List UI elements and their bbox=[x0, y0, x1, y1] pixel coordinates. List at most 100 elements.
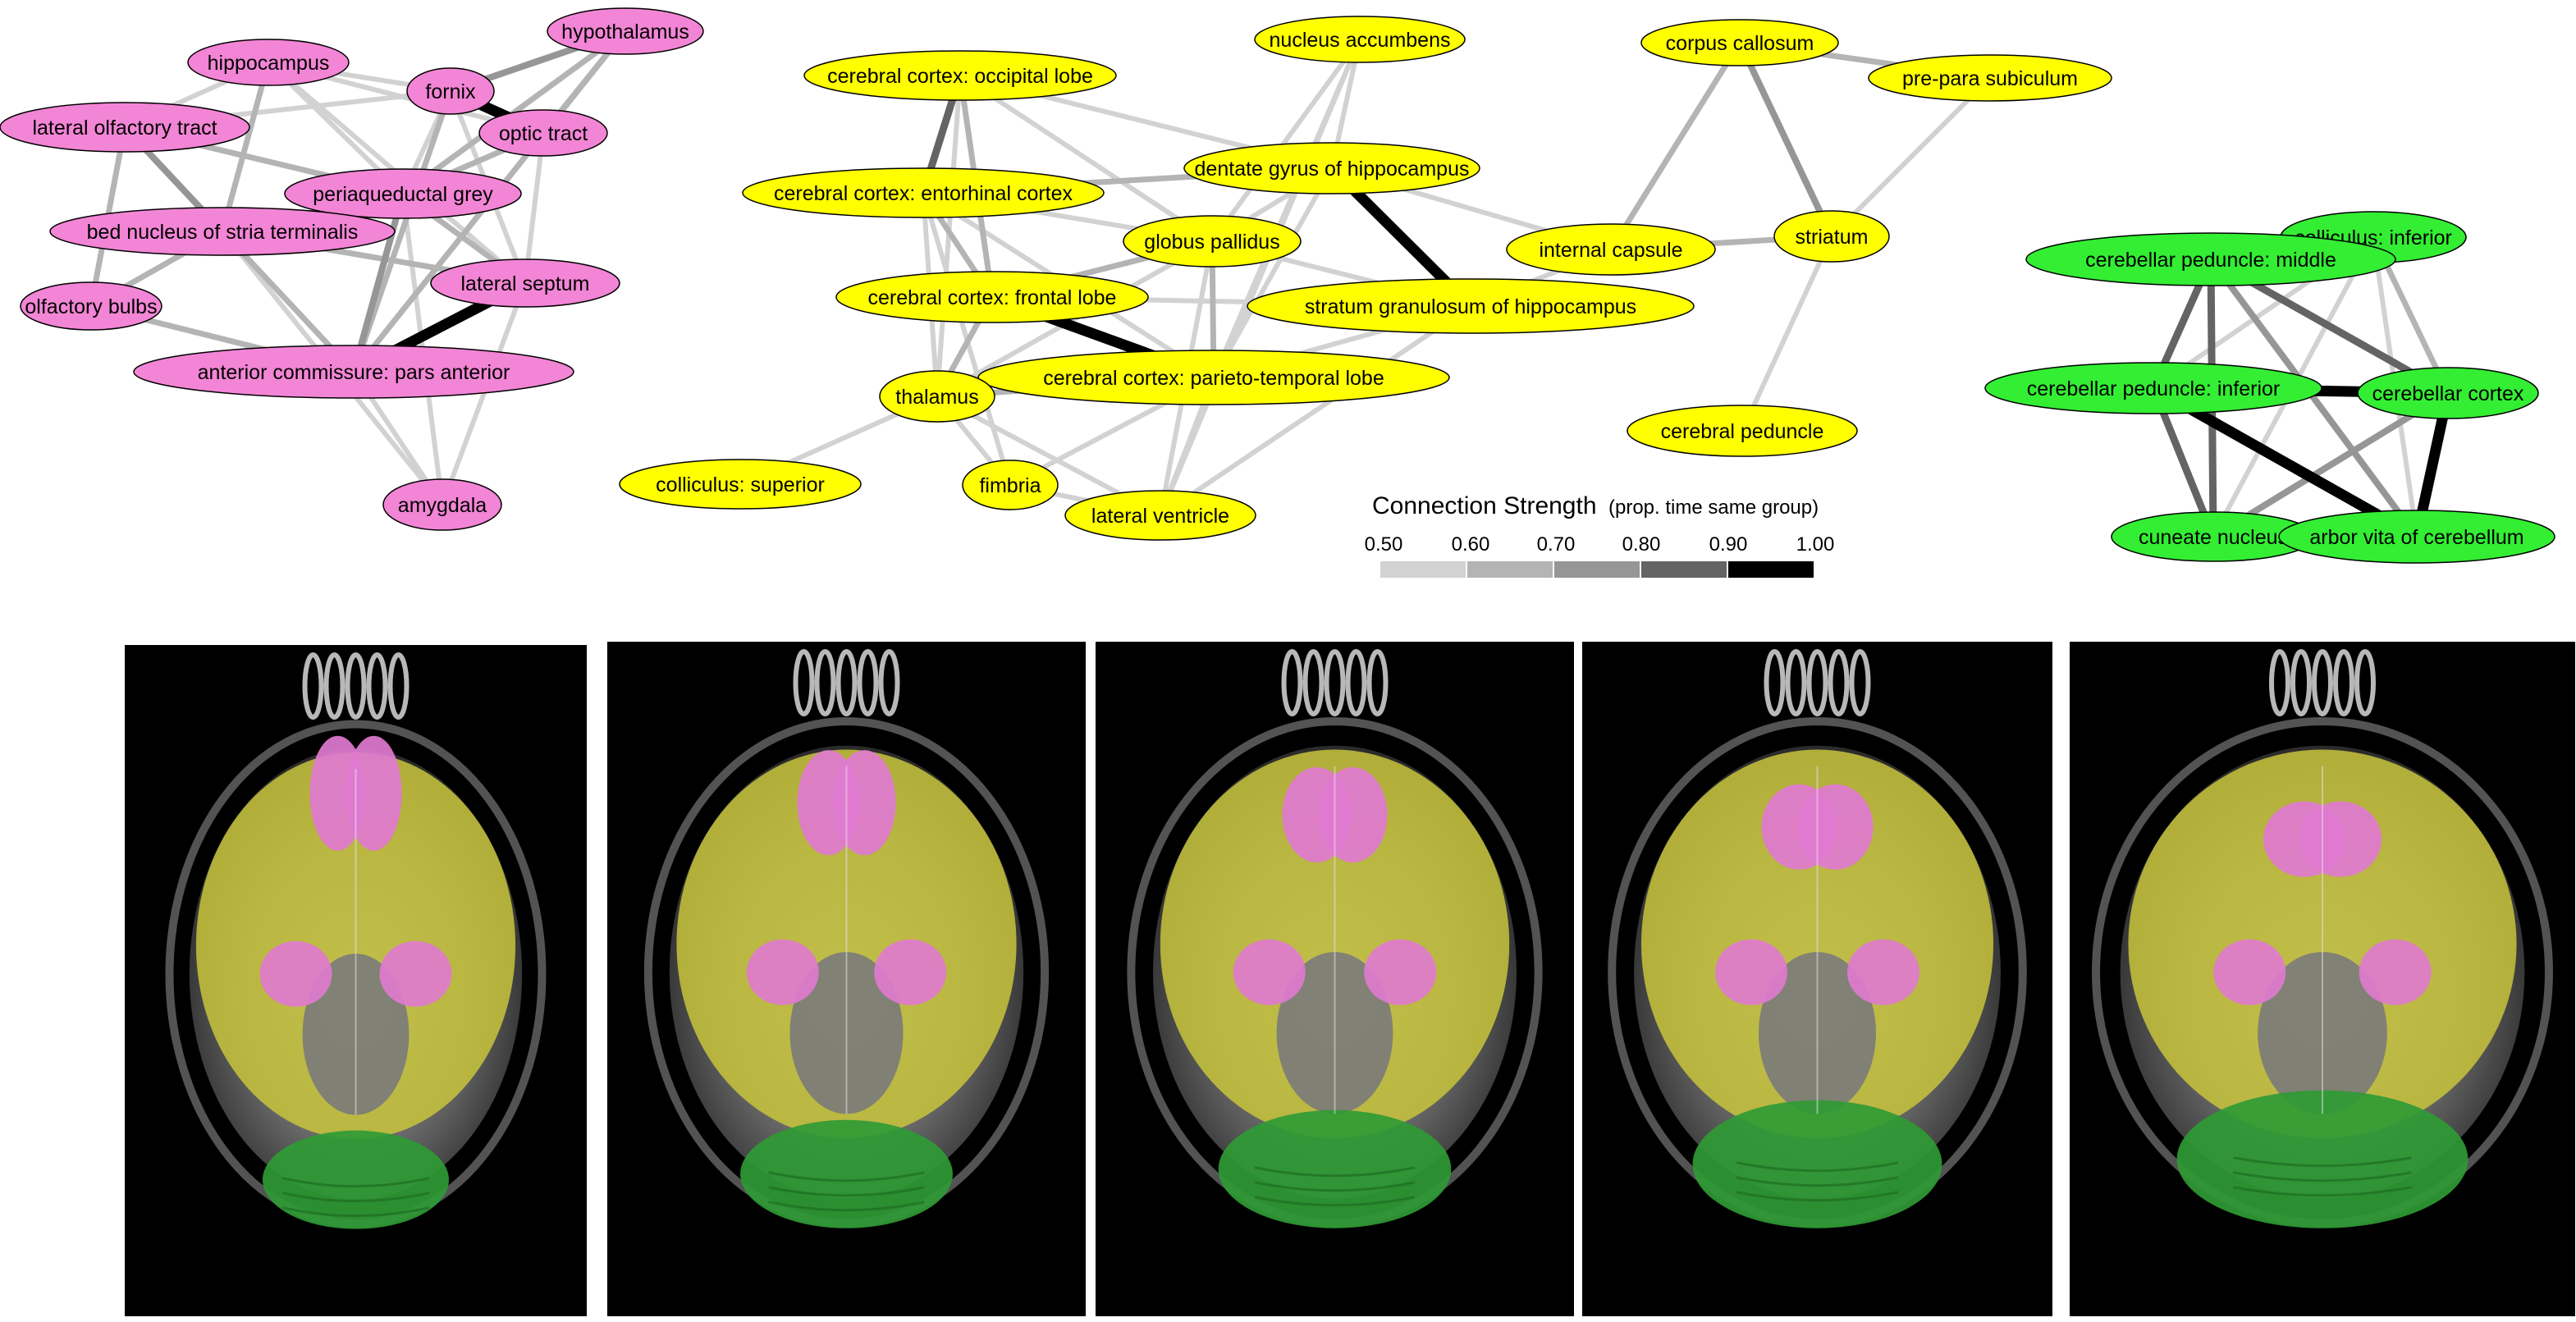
node-fornix[interactable]: fornix bbox=[406, 67, 495, 115]
node-optic-tract[interactable]: optic tract bbox=[478, 109, 608, 157]
node-fimbria[interactable]: fimbria bbox=[962, 460, 1059, 510]
node-bnst[interactable]: bed nucleus of stria terminalis bbox=[49, 207, 396, 256]
node-dentate[interactable]: dentate gyrus of hippocampus bbox=[1183, 142, 1480, 194]
node-label: stratum granulosum of hippocampus bbox=[1305, 295, 1636, 318]
edge-pag-acpa bbox=[350, 192, 406, 373]
node-cuneate[interactable]: cuneate nucleus bbox=[2111, 511, 2316, 562]
node-thalamus[interactable]: thalamus bbox=[879, 370, 995, 423]
node-frontal[interactable]: cerebral cortex: frontal lobe bbox=[835, 271, 1149, 323]
node-olfactory-bulbs[interactable]: olfactory bulbs bbox=[20, 281, 162, 331]
node-label: thalamus bbox=[895, 386, 978, 409]
node-occipital[interactable]: cerebral cortex: occipital lobe bbox=[803, 50, 1117, 101]
edge-stratum-lat_ventricle bbox=[1159, 304, 1472, 518]
pink-module-overlay bbox=[1715, 939, 1788, 1005]
node-amygdala[interactable]: amygdala bbox=[382, 478, 502, 531]
legend-bin-1 bbox=[1380, 561, 1466, 578]
cerebellar-folia bbox=[2233, 1171, 2412, 1182]
legend-title: Connection Strength bbox=[1372, 492, 1597, 519]
node-entorhinal[interactable]: cerebral cortex: entorhinal cortex bbox=[742, 167, 1105, 218]
edge-hippocampus-bnst bbox=[219, 62, 272, 232]
bone-structure bbox=[1345, 649, 1367, 716]
node-ellipse bbox=[1254, 16, 1466, 63]
edge-prepara-striatum bbox=[1829, 75, 1993, 239]
legend-tick-label: 0.70 bbox=[1537, 533, 1576, 556]
node-pag[interactable]: periaqueductal grey bbox=[284, 168, 522, 219]
node-label: cerebellar peduncle: middle bbox=[2085, 249, 2336, 272]
node-ellipse bbox=[2357, 367, 2539, 419]
legend-bin-5 bbox=[1728, 561, 1814, 578]
pink-module-overlay bbox=[833, 750, 896, 856]
node-parieto[interactable]: cerebral cortex: parieto-temporal lobe bbox=[977, 350, 1450, 405]
node-arbor[interactable]: arbor vita of cerebellum bbox=[2278, 510, 2555, 564]
node-ellipse bbox=[1773, 210, 1890, 263]
brain-slice-2 bbox=[607, 642, 1086, 1316]
node-ellipse bbox=[1627, 405, 1858, 457]
pink-module-overlay bbox=[746, 939, 819, 1005]
node-label: colliculus: superior bbox=[656, 473, 825, 496]
node-cb-cortex[interactable]: cerebellar cortex bbox=[2357, 367, 2539, 419]
node-label: pre-para subiculum bbox=[1902, 67, 2078, 90]
bone-structure bbox=[878, 649, 900, 716]
pink-module-overlay bbox=[1233, 939, 1306, 1005]
node-ellipse bbox=[977, 350, 1450, 405]
node-striatum[interactable]: striatum bbox=[1773, 210, 1890, 263]
node-label: nucleus accumbens bbox=[1270, 29, 1451, 52]
node-label: hypothalamus bbox=[561, 21, 689, 43]
bone-structure bbox=[1324, 649, 1346, 716]
node-acpa[interactable]: anterior commissure: pars anterior bbox=[133, 345, 574, 399]
legend-tick-label: 0.80 bbox=[1622, 533, 1661, 556]
bone-structure bbox=[2333, 649, 2354, 716]
node-ellipse bbox=[1183, 142, 1480, 194]
node-ellipse bbox=[879, 370, 995, 423]
node-accumbens[interactable]: nucleus accumbens bbox=[1254, 16, 1466, 63]
legend-tick-label: 1.00 bbox=[1796, 533, 1835, 556]
node-hypothalamus[interactable]: hypothalamus bbox=[547, 7, 704, 55]
node-label: cerebellar peduncle: inferior bbox=[2027, 377, 2281, 400]
node-label: cerebral cortex: frontal lobe bbox=[868, 286, 1117, 309]
bone-structure bbox=[302, 652, 324, 720]
brain-slice-1 bbox=[125, 645, 587, 1316]
pink-module-overlay bbox=[345, 735, 402, 851]
node-cp-middle[interactable]: cerebellar peduncle: middle bbox=[2025, 232, 2396, 286]
edge-striatum-peduncle bbox=[1740, 235, 1834, 432]
node-label: fornix bbox=[425, 80, 476, 103]
node-cp-inferior[interactable]: cerebellar peduncle: inferior bbox=[1984, 362, 2322, 414]
node-label: hippocampus bbox=[208, 52, 330, 75]
node-label: amygdala bbox=[398, 494, 487, 517]
node-peduncle[interactable]: cerebral peduncle bbox=[1627, 405, 1858, 457]
node-lateral-septum[interactable]: lateral septum bbox=[430, 258, 620, 308]
node-lot[interactable]: lateral olfactory tract bbox=[0, 102, 250, 153]
cerebellar-folia bbox=[768, 1186, 925, 1197]
cerebellar-folia bbox=[1254, 1166, 1416, 1178]
cerebellar-folia bbox=[2233, 1186, 2412, 1197]
node-ellipse bbox=[962, 460, 1059, 510]
legend-tick-label: 0.90 bbox=[1709, 533, 1748, 556]
legend-tick-label: 0.50 bbox=[1365, 533, 1403, 556]
cerebellar-folia bbox=[1736, 1191, 1899, 1202]
bone-structure bbox=[1785, 649, 1807, 716]
node-hippocampus[interactable]: hippocampus bbox=[187, 39, 350, 86]
brain-slice-4 bbox=[1582, 642, 2052, 1316]
legend-subtitle: (prop. time same group) bbox=[1608, 496, 1819, 519]
node-label: periaqueductal grey bbox=[313, 183, 493, 206]
node-ellipse bbox=[1123, 215, 1302, 268]
node-ellipse bbox=[478, 109, 608, 157]
node-label: fimbria bbox=[979, 474, 1041, 497]
node-label: cerebellar cortex bbox=[2372, 382, 2524, 405]
bone-structure bbox=[1281, 649, 1303, 716]
node-colliculus-sup[interactable]: colliculus: superior bbox=[619, 459, 862, 510]
edge-corpus-internal bbox=[1608, 41, 1742, 251]
node-stratum[interactable]: stratum granulosum of hippocampus bbox=[1247, 278, 1695, 334]
bone-structure bbox=[2269, 649, 2290, 716]
node-corpus[interactable]: corpus callosum bbox=[1640, 19, 1839, 66]
edge-corpus-striatum bbox=[1736, 41, 1835, 238]
node-globus[interactable]: globus pallidus bbox=[1123, 215, 1302, 268]
node-internal[interactable]: internal capsule bbox=[1506, 223, 1716, 276]
cerebellar-folia bbox=[281, 1177, 430, 1188]
node-lat-ventricle[interactable]: lateral ventricle bbox=[1064, 490, 1256, 541]
node-label: lateral olfactory tract bbox=[32, 117, 217, 140]
node-prepara[interactable]: pre-para subiculum bbox=[1868, 54, 2112, 102]
pink-module-overlay bbox=[259, 940, 332, 1007]
bone-structure bbox=[1764, 649, 1786, 716]
